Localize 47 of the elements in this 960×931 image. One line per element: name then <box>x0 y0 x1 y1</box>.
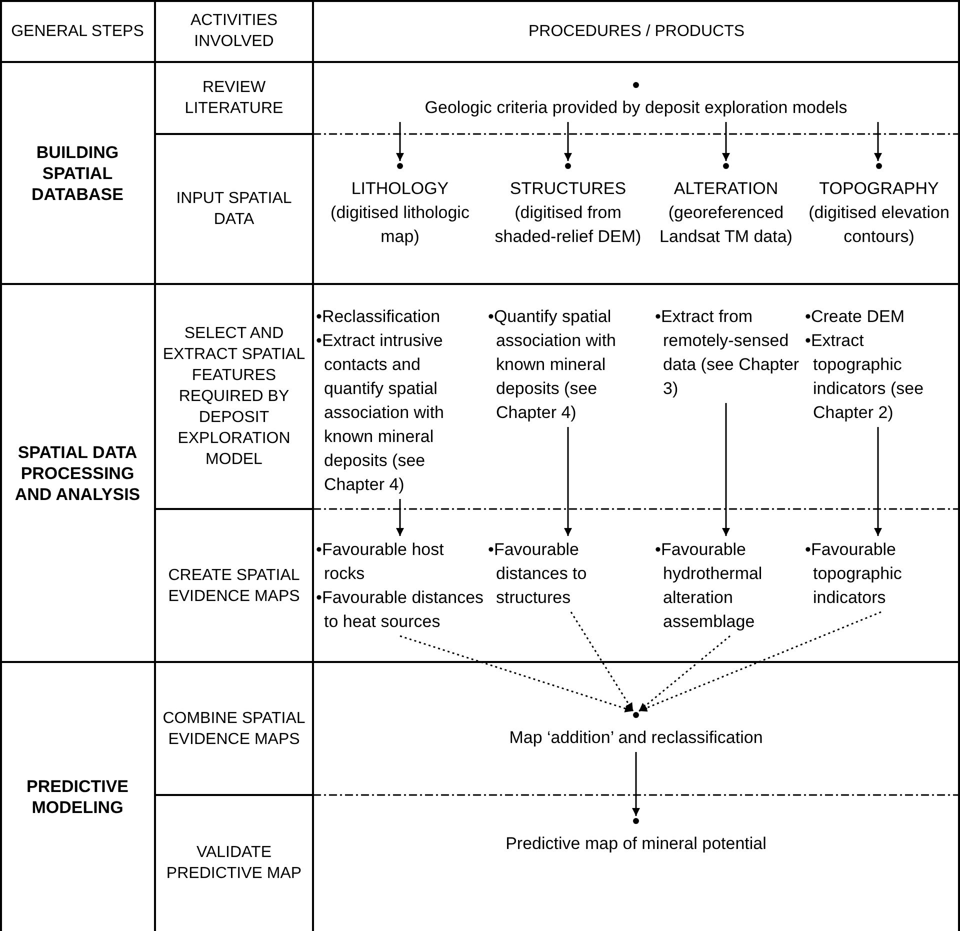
arrow <box>722 122 730 161</box>
data-source-note: (digitised elevation contours) <box>808 202 950 248</box>
dotted-arrow <box>400 635 634 712</box>
activity-label: VALIDATE PREDICTIVE MAP <box>165 843 303 884</box>
bullet-item: •Extract intrusive contacts and quantify spatial association with known mineral deposits (see Chapter 4) <box>316 330 446 496</box>
bullet-item: •Favourable host rocks <box>316 539 445 585</box>
column-heading: GENERAL STEPS <box>11 22 144 42</box>
process-text: Map ‘addition’ and reclassification <box>508 727 764 749</box>
dotted-arrow <box>570 612 634 712</box>
data-layer-heading: ALTERATION <box>672 178 780 200</box>
step-heading: PREDICTIVE MODELING <box>25 776 130 818</box>
data-source-note: (digitised from shaded-relief DEM) <box>494 202 642 248</box>
bullet-item: •Favourable hydrothermal alteration assemblage <box>655 539 764 633</box>
activity-label: COMBINE SPATIAL EVIDENCE MAPS <box>162 708 306 750</box>
data-layer-heading: TOPOGRAPHY <box>818 178 940 200</box>
arrow <box>874 122 882 161</box>
bullet-item: •Extract topographic indicators (see Chapter 2) <box>805 330 925 424</box>
data-layer-heading: LITHOLOGY <box>350 178 450 200</box>
bullet-item: •Extract from remotely-sensed data (see Chapter 3) <box>655 306 800 400</box>
process-text: Predictive map of mineral potential <box>504 833 768 855</box>
step-heading: SPATIAL DATA PROCESSING AND ANALYSIS <box>14 442 142 504</box>
data-layer-heading: STRUCTURES <box>508 178 628 200</box>
arrow <box>722 403 730 536</box>
data-source-note: (georeferenced Landsat TM data) <box>658 202 794 248</box>
column-heading: PROCEDURES / PRODUCTS <box>528 22 745 42</box>
arrow <box>632 752 640 816</box>
bullet-item: •Quantify spatial association with known mineral deposits (see Chapter 4) <box>488 306 618 424</box>
step-heading: BUILDING SPATIAL DATABASE <box>30 142 124 204</box>
dotted-arrow <box>638 611 882 712</box>
arrow <box>396 499 404 536</box>
dotted-arrow <box>638 635 730 712</box>
activity-label: REVIEW LITERATURE <box>184 78 284 119</box>
activity-label: INPUT SPATIAL DATA <box>175 189 293 230</box>
bullet-item: •Favourable distances to structures <box>488 539 588 609</box>
arrow <box>396 122 404 161</box>
bullet-item: •Create DEM <box>805 306 906 328</box>
activity-label: CREATE SPATIAL EVIDENCE MAPS <box>167 566 301 606</box>
bullet-item: •Reclassification <box>316 306 442 328</box>
data-source-note: (digitised lithologic map) <box>330 202 470 248</box>
arrow <box>564 122 572 161</box>
activity-label: SELECT AND EXTRACT SPATIAL FEATURES REQUIRED BY DEPOSIT EXPLORATION MODEL <box>162 324 306 470</box>
bullet-item: •Favourable distances to heat sources <box>316 587 484 633</box>
arrow <box>564 427 572 536</box>
arrow <box>874 427 882 536</box>
process-text: Geologic criteria provided by deposit exploration models <box>424 97 848 119</box>
column-heading: ACTIVITIES INVOLVED <box>189 11 279 52</box>
bullet-item: •Favourable topographic indicators <box>805 539 903 609</box>
